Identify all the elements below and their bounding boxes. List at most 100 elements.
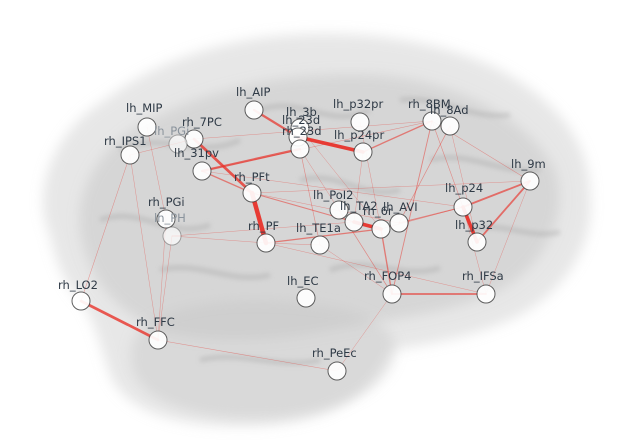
node-label-lh_31pv: lh_31pv	[174, 146, 219, 160]
edge-lh_p24pr-lh_TA2	[353, 151, 364, 223]
node-label-lh_MIP: lh_MIP	[126, 101, 163, 115]
edge-rh_7PC-rh_8BM	[193, 120, 433, 140]
node-lh_TA2: lh_TA2	[340, 199, 378, 232]
node-lh_p32: lh_p32	[455, 218, 493, 252]
node-rh_PGi: rh_PGi	[148, 195, 185, 229]
edge-rh_8BM-rh_FOP4	[391, 120, 433, 295]
node-lh_p24pr: lh_p24pr	[334, 128, 384, 162]
node-circle-rh_IFSa	[476, 284, 496, 304]
edge-rh_LO2-rh_FFC	[79, 299, 160, 342]
node-circle-lh_9m	[520, 171, 540, 191]
node-circle-lh_AIP	[244, 100, 264, 120]
edge-lh_TE1a-rh_FOP4	[319, 244, 393, 295]
node-lh_p32pr: lh_p32pr	[333, 97, 383, 132]
edge-lh_8Ad-lh_AVI	[398, 125, 451, 224]
node-lh_AIP: lh_AIP	[236, 85, 270, 120]
node-circle-rh_PF	[256, 233, 276, 253]
edge-rh_23d-lh_TE1a	[299, 148, 321, 246]
node-label-lh_p32: lh_p32	[455, 218, 493, 232]
node-label-lh_AVI: lh_AVI	[383, 200, 418, 214]
edge-lh_PH-rh_FFC	[157, 235, 173, 341]
edge-rh_IPS1-rh_FFC	[129, 154, 159, 341]
edge-rh_PFt-lh_9m	[251, 180, 531, 194]
edge-lh_31pv-rh_23d	[200, 147, 302, 173]
node-circle-rh_LO2	[71, 291, 91, 311]
node-circle-lh_8Ad	[440, 116, 460, 136]
node-label-rh_FFC: rh_FFC	[136, 315, 175, 329]
edge-rh_PF-rh_6r	[265, 228, 382, 244]
node-circle-rh_IPS1	[120, 145, 140, 165]
nodes-layer: lh_AIPlh_MIPrh_7PClh_PGirh_IPS1lh_3blh_2…	[58, 85, 546, 381]
node-rh_6r: rh_6r	[363, 204, 393, 239]
node-circle-lh_PoI2	[329, 200, 349, 220]
edge-lh_9m-lh_p32	[476, 180, 531, 243]
node-rh_IFSa: rh_IFSa	[462, 269, 504, 304]
node-label-rh_6r: rh_6r	[363, 204, 393, 218]
node-circle-lh_p32	[467, 232, 487, 252]
edge-lh_8Ad-lh_p32	[449, 125, 478, 243]
node-rh_IPS1: rh_IPS1	[104, 134, 147, 165]
edge-lh_31pv-rh_8BM	[201, 120, 433, 172]
node-circle-lh_TE1a	[310, 235, 330, 255]
node-circle-lh_PGi_top	[168, 134, 188, 154]
node-lh_8Ad: lh_8Ad	[430, 103, 469, 136]
node-lh_AVI: lh_AVI	[383, 200, 418, 233]
node-circle-lh_AVI	[389, 213, 409, 233]
node-label-rh_PFt: rh_PFt	[234, 170, 270, 184]
node-circle-lh_p32pr	[350, 112, 370, 132]
node-label-lh_PGi_top: lh_PGi	[154, 124, 189, 138]
node-label-rh_7PC: rh_7PC	[182, 115, 222, 129]
edge-lh_PH-rh_PF	[171, 235, 267, 244]
edge-lh_MIP-rh_PGi	[146, 126, 167, 220]
node-circle-rh_PeEc	[327, 361, 347, 381]
node-lh_PGi_top: lh_PGi	[154, 124, 189, 154]
node-rh_PFt: rh_PFt	[234, 170, 270, 203]
node-label-rh_IFSa: rh_IFSa	[462, 269, 504, 283]
node-circle-rh_PGi	[156, 209, 176, 229]
edge-lh_p24-lh_9m	[462, 180, 531, 208]
node-lh_MIP: lh_MIP	[126, 101, 163, 137]
node-label-lh_AIP: lh_AIP	[236, 85, 270, 99]
node-label-lh_EC: lh_EC	[287, 274, 319, 288]
edge-rh_FFC-rh_PeEc	[157, 339, 338, 372]
node-circle-rh_23d	[290, 139, 310, 159]
edge-rh_6r-rh_FOP4	[380, 228, 393, 295]
node-rh_23d: rh_23d	[282, 124, 322, 159]
node-rh_PF: rh_PF	[248, 219, 279, 253]
node-circle-lh_31pv	[192, 161, 212, 181]
node-rh_FFC: rh_FFC	[136, 315, 175, 350]
edge-lh_PH-lh_TA2	[171, 221, 355, 237]
node-label-rh_PF: rh_PF	[248, 219, 279, 233]
node-label-lh_p24: lh_p24	[445, 181, 483, 195]
edge-rh_8BM-lh_p24	[431, 120, 464, 208]
node-label-rh_23d: rh_23d	[282, 124, 322, 138]
edge-lh_p24pr-rh_8BM	[362, 120, 433, 153]
edge-lh_23d-lh_p24pr	[296, 135, 365, 154]
node-label-lh_TA2: lh_TA2	[340, 199, 378, 213]
edge-rh_IPS1-rh_LO2	[80, 154, 131, 302]
node-lh_p24: lh_p24	[445, 181, 483, 217]
node-circle-lh_EC	[296, 288, 316, 308]
edge-lh_p32pr-rh_6r	[359, 121, 382, 230]
node-circle-rh_6r	[371, 219, 391, 239]
node-rh_PeEc: rh_PeEc	[312, 346, 357, 381]
node-rh_FOP4: rh_FOP4	[364, 269, 411, 304]
node-lh_9m: lh_9m	[511, 157, 546, 191]
edge-lh_31pv-lh_p24	[201, 170, 464, 208]
node-label-rh_PeEc: rh_PeEc	[312, 346, 357, 360]
node-circle-rh_FOP4	[382, 284, 402, 304]
node-label-lh_p24pr: lh_p24pr	[334, 128, 384, 142]
node-circle-rh_PFt	[242, 183, 262, 203]
node-label-lh_8Ad: lh_8Ad	[430, 103, 469, 117]
edge-rh_PeEc-rh_FOP4	[336, 293, 393, 372]
node-label-rh_PGi: rh_PGi	[148, 195, 185, 209]
node-label-lh_PoI2: lh_PoI2	[313, 188, 354, 202]
node-rh_8BM: rh_8BM	[408, 97, 451, 131]
node-rh_LO2: rh_LO2	[58, 278, 98, 311]
edge-rh_23d-lh_PoI2	[299, 148, 340, 211]
node-label-lh_3b: lh_3b	[286, 105, 317, 119]
node-lh_PoI2: lh_PoI2	[313, 188, 354, 220]
node-circle-lh_p24	[453, 197, 473, 217]
